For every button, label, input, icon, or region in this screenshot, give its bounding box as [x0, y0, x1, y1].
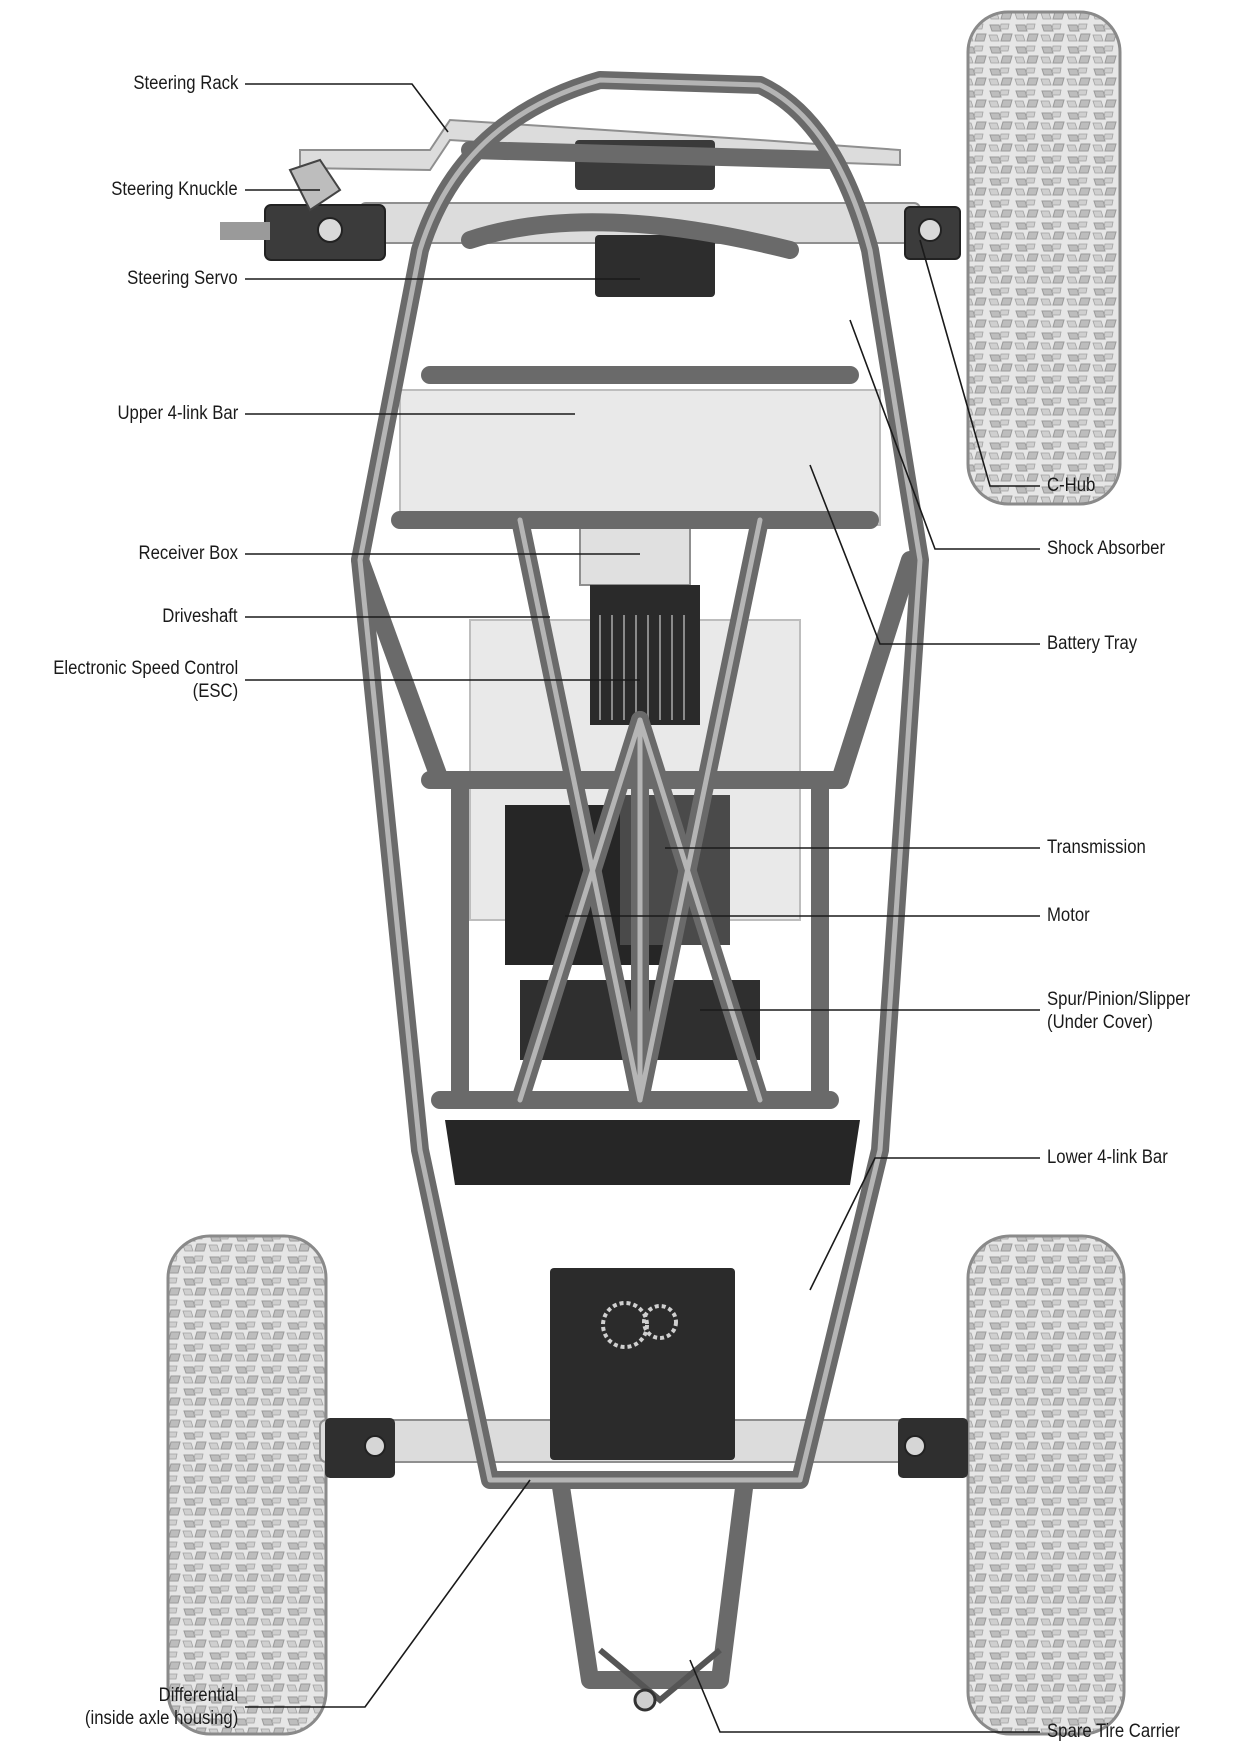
leader-lower-4-link-bar — [809, 1157, 1040, 1291]
rear-hub-left — [325, 1418, 395, 1478]
label-spur-line2: (Under Cover) — [1047, 1012, 1153, 1033]
label-differential-line2: (inside axle housing) — [84, 1708, 238, 1729]
rear-left-wheel — [166, 1234, 328, 1736]
leader-battery-tray — [809, 464, 1040, 645]
label-spur-line1: Spur/Pinion/Slipper — [1047, 989, 1191, 1010]
label-differential: Differential (inside axle housing) — [85, 1684, 238, 1730]
label-receiver-box: Receiver Box — [138, 543, 238, 564]
skid-plate — [445, 1120, 860, 1185]
leader-steering-rack — [245, 83, 449, 133]
label-transmission: Transmission — [1047, 837, 1146, 858]
leader-lines — [245, 83, 1040, 1733]
label-esc-line2: (ESC) — [192, 681, 238, 702]
label-shock-absorber: Shock Absorber — [1047, 538, 1166, 559]
receiver-box — [579, 524, 691, 586]
front-right-wheel — [966, 10, 1122, 506]
spare-gear-cover — [550, 1268, 735, 1460]
leader-differential — [245, 1479, 531, 1708]
label-differential-line1: Differential — [158, 1685, 238, 1706]
label-spur: Spur/Pinion/Slipper (Under Cover) — [1047, 988, 1190, 1034]
esc — [590, 585, 700, 725]
label-spare-tire-carrier: Spare Tire Carrier — [1047, 1721, 1180, 1742]
roll-cage-highlight — [357, 77, 923, 1483]
label-esc: Electronic Speed Control (ESC) — [53, 657, 238, 703]
label-driveshaft: Driveshaft — [162, 606, 238, 627]
label-steering-rack: Steering Rack — [132, 73, 238, 94]
rear-hub-right — [898, 1418, 968, 1478]
leader-spare-tire-carrier — [689, 1659, 1040, 1733]
label-c-hub: C-Hub — [1047, 475, 1096, 496]
steering-knuckle-left — [220, 158, 386, 261]
label-motor: Motor — [1047, 905, 1090, 926]
label-steering-servo: Steering Servo — [127, 268, 238, 289]
label-battery-tray: Battery Tray — [1047, 633, 1138, 654]
label-esc-line1: Electronic Speed Control — [53, 658, 238, 679]
label-steering-knuckle: Steering Knuckle — [111, 179, 238, 200]
label-upper-4-link-bar: Upper 4-link Bar — [117, 403, 238, 424]
rear-right-wheel — [966, 1234, 1126, 1736]
leader-c-hub — [919, 239, 1040, 487]
c-hub-right — [904, 206, 961, 260]
leader-shock-absorber — [849, 319, 1040, 550]
label-lower-4-link-bar: Lower 4-link Bar — [1047, 1147, 1168, 1168]
spare-tire-carrier — [598, 1647, 722, 1712]
